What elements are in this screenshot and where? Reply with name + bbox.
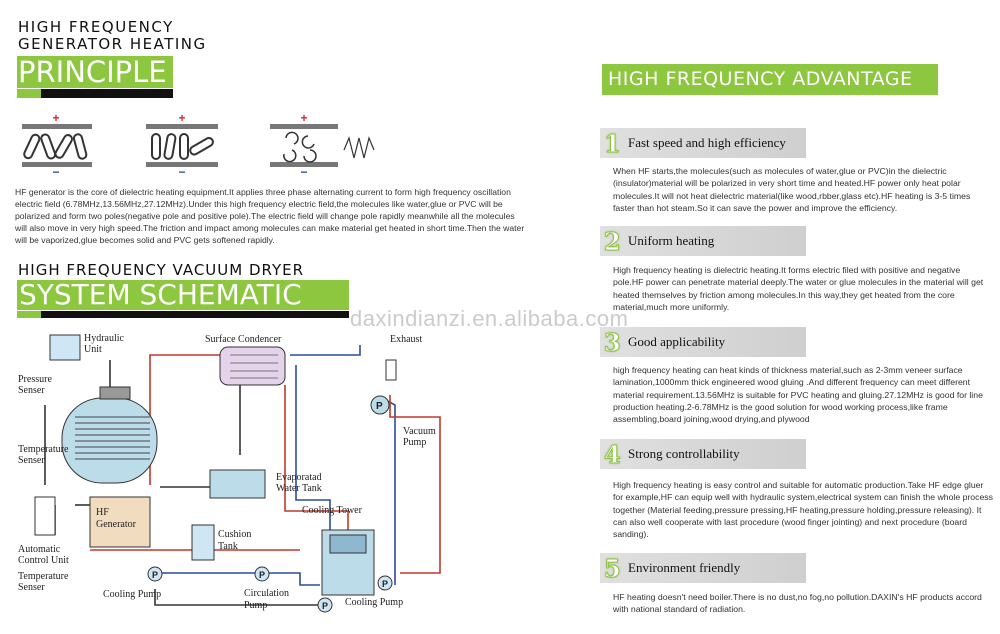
advantage-title: HIGH FREQUENCY ADVANTAGE: [608, 68, 913, 90]
svg-text:P: P: [259, 570, 265, 580]
vacuum-pump-label: Vacuum: [403, 426, 436, 437]
svg-text:Water Tank: Water Tank: [276, 483, 322, 494]
advantage-number: 1: [604, 129, 622, 159]
svg-text:P: P: [322, 601, 328, 611]
principle-title: PRINCIPLE: [18, 55, 167, 89]
advantage-text-5: HF heating doesn't need boiler.There is …: [613, 592, 982, 615]
advantage-item-5: 5 Environment friendly: [600, 553, 806, 584]
svg-text:−: −: [300, 165, 307, 176]
molecule-polarization-diagram: + − + − + −: [22, 112, 375, 176]
advantage-number: 5: [604, 554, 622, 584]
exhaust-label: Exhaust: [390, 334, 422, 345]
advantage-title-5: Environment friendly: [628, 560, 741, 575]
circulation-pump-label: Circulation: [244, 588, 289, 599]
svg-text:Control Unit: Control Unit: [18, 555, 69, 566]
pressure-label: Pressure: [18, 374, 52, 385]
principle-underbar-green: [17, 89, 41, 98]
temperature-label-1: Temperature: [18, 444, 69, 455]
svg-text:Pump: Pump: [403, 437, 426, 448]
principle-intro-text: HF generator is the core of dielectric h…: [15, 187, 525, 245]
svg-text:+: +: [300, 112, 307, 125]
advantage-number: 2: [604, 227, 622, 257]
advantage-item-1: 1 Fast speed and high efficiency: [600, 128, 806, 159]
molecule-panel-2: + −: [146, 112, 218, 176]
hf-heading-line2: GENERATOR HEATING: [18, 35, 207, 53]
svg-text:Generator: Generator: [96, 519, 137, 530]
surface-condencer-label: Surface Condencer: [205, 334, 282, 345]
advantage-item-2: 2 Uniform heating: [600, 226, 806, 257]
hf-generator-label: HF: [96, 507, 109, 518]
svg-text:Tank: Tank: [218, 541, 238, 552]
temperature-label-2: Temperature: [18, 571, 69, 582]
molecule-panel-3: + −: [270, 112, 375, 176]
system-schematic-diagram: Hydraulic Unit Pressure Senser Temperatu…: [18, 333, 441, 613]
advantage-title-4: Strong controllability: [628, 446, 740, 461]
svg-text:−: −: [178, 165, 185, 176]
advantage-number: 4: [604, 440, 622, 470]
advantage-title-2: Uniform heating: [628, 233, 715, 248]
svg-text:P: P: [152, 570, 158, 580]
advantage-banner: HIGH FREQUENCY ADVANTAGE: [602, 64, 938, 95]
schematic-underbar-black: [41, 311, 349, 318]
schematic-banner: SYSTEM SCHEMATIC: [17, 280, 349, 310]
svg-text:−: −: [52, 165, 59, 176]
advantage-text-2: High frequency heating is dielectric hea…: [613, 265, 984, 312]
hydraulic-label: Hydraulic: [84, 333, 125, 344]
advantage-number: 3: [604, 328, 622, 358]
cushion-tank-label: Cushion: [218, 529, 251, 540]
svg-text:Senser: Senser: [18, 455, 45, 466]
advantage-text-4: High frequency heating is easy control a…: [613, 480, 993, 540]
watermark: daxindianzi.en.alibaba.com: [350, 306, 629, 331]
svg-text:Senser: Senser: [18, 582, 45, 593]
svg-text:Pump: Pump: [244, 600, 267, 611]
svg-text:+: +: [178, 112, 185, 125]
cooling-tower-label: Cooling Tower: [302, 505, 363, 516]
schematic-title: SYSTEM SCHEMATIC: [19, 278, 302, 311]
advantage-title-1: Fast speed and high efficiency: [628, 135, 786, 150]
molecule-panel-1: + −: [22, 112, 92, 176]
schematic-underbar-green: [17, 311, 41, 318]
principle-banner: PRINCIPLE: [17, 56, 173, 88]
cooling-pump-label-2: Cooling Pump: [345, 597, 403, 608]
advantage-title-3: Good applicability: [628, 334, 726, 349]
advantage-item-4: 4 Strong controllability: [600, 439, 806, 470]
cooling-pump-label-1: Cooling Pump: [103, 589, 161, 600]
advantage-item-3: 3 Good applicability: [600, 327, 806, 358]
svg-text:Senser: Senser: [18, 385, 45, 396]
advantage-text-3: high frequency heating can heat kinds of…: [613, 365, 983, 425]
evaporatad-tank-label: Evaporatad: [276, 472, 322, 483]
svg-text:+: +: [52, 112, 59, 125]
automatic-label: Automatic: [18, 544, 61, 555]
principle-underbar-black: [41, 89, 173, 98]
hf-heading-line1: HIGH FREQUENCY: [18, 18, 174, 36]
svg-text:P: P: [382, 579, 388, 589]
advantage-text-1: When HF starts,the molecules(such as mol…: [613, 166, 971, 213]
svg-text:P: P: [376, 401, 383, 412]
vacuum-dryer-heading: HIGH FREQUENCY VACUUM DRYER: [18, 261, 305, 279]
svg-text:Unit: Unit: [84, 344, 102, 355]
